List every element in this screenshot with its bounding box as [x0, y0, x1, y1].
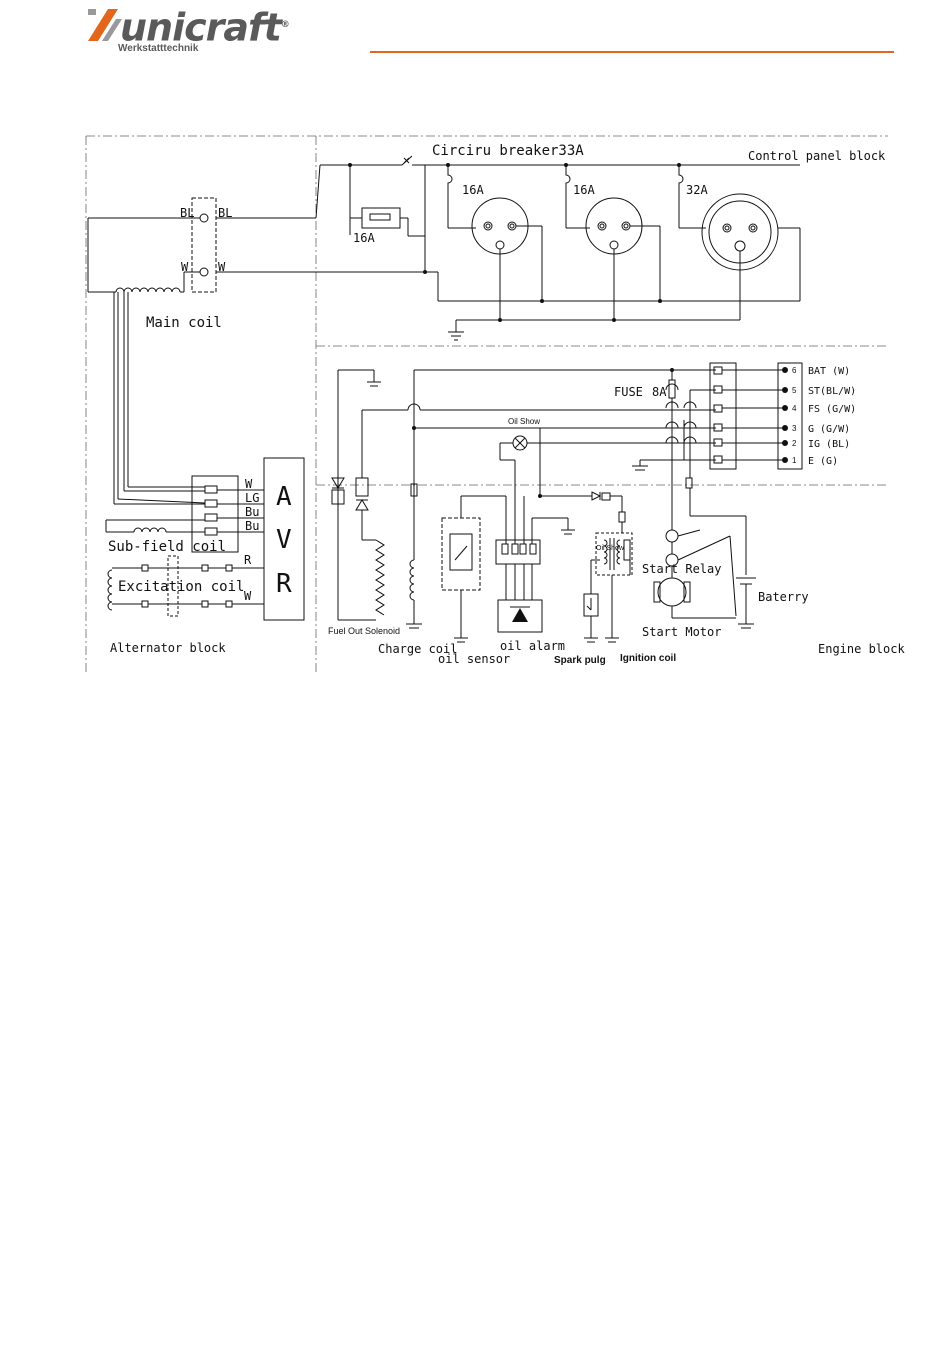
unicraft-logo-icon [88, 9, 122, 41]
socket-3-rating: 32A [686, 183, 708, 197]
socket-1-rating: 16A [462, 183, 484, 197]
pin-6-number: 6 [792, 366, 797, 375]
meter-fuse-label: 16A [353, 231, 375, 245]
block-boundaries [85, 135, 888, 672]
ignition-coil-label: Ignition coil [620, 653, 676, 664]
main-coil-label: Main coil [146, 315, 222, 331]
avr-wire-lg: LG [245, 491, 259, 505]
terminal-bl-left: BL [180, 206, 194, 220]
brand-name: unicraft® [120, 3, 290, 50]
fuel-cut-solenoid-label: Fuel Out Solenoid [328, 626, 400, 636]
oil-alarm-label: oil alarm [500, 639, 565, 653]
fuse-label: FUSE [614, 385, 643, 399]
avr-letter-v: V [276, 525, 292, 555]
fuse-rating: 8A [652, 385, 667, 399]
pin-5-number: 5 [792, 386, 797, 395]
terminal-bl-right: BL [218, 206, 232, 220]
battery-label: Baterry [758, 590, 809, 604]
terminal-w-right: W [218, 260, 226, 274]
pin-6-label: BAT (W) [808, 366, 850, 377]
terminal-w-left: W [181, 260, 189, 274]
pin-1-number: 1 [792, 456, 797, 465]
main-coil-wiring [87, 197, 217, 504]
oil-show-label-1: Oil Show [508, 417, 540, 426]
socket-2-rating: 16A [573, 183, 595, 197]
avr-letter-a: A [276, 482, 292, 512]
pin-3-label: G (G/W) [808, 424, 850, 435]
circuit-breaker-label: Circiru breaker33A [432, 143, 584, 159]
engine-block-label: Engine block [818, 642, 905, 656]
header-rule [370, 51, 894, 53]
pin-4-label: FS (G/W) [808, 404, 856, 415]
charge-coil-label: Charge coil [378, 642, 457, 656]
avr-module [105, 457, 305, 621]
sub-field-coil-label: Sub-field coil [108, 539, 226, 555]
brand-subtitle: Werkstatttechnik [118, 43, 199, 54]
wiring-diagram: Control panel block Alternator block Eng… [85, 135, 905, 672]
oil-sensor-label: oil sensor [438, 652, 510, 666]
alternator-block-label: Alternator block [110, 641, 226, 655]
control-panel-wiring [216, 155, 801, 341]
start-relay-label: Start Relay [642, 562, 721, 576]
excitation-coil-label: Excitation coil [118, 579, 244, 595]
avr-wire-w: W [245, 477, 253, 491]
avr-letter-r: R [276, 569, 292, 599]
pin-1-label: E (G) [808, 456, 838, 467]
avr-wire-r: R [244, 553, 252, 567]
spark-plug-label: Spark pulg [554, 655, 606, 666]
start-motor-label: Start Motor [642, 625, 721, 639]
pin-2-number: 2 [792, 439, 797, 448]
registered-mark: ® [280, 20, 290, 30]
engine-wiring [331, 362, 803, 643]
pin-2-label: IG (BL) [808, 439, 850, 450]
pin-4-number: 4 [792, 404, 797, 413]
avr-wire-bu-2: Bu [245, 519, 259, 533]
control-panel-block-label: Control panel block [748, 149, 886, 163]
pin-3-number: 3 [792, 424, 797, 433]
brand-name-text: unicraft [120, 5, 282, 50]
avr-wire-w2: W [244, 589, 252, 603]
avr-wire-bu-1: Bu [245, 505, 259, 519]
oil-show-label-2: Oil Show [596, 545, 625, 552]
page-header: unicraft® Werkstatttechnik [0, 0, 950, 80]
pin-5-label: ST(BL/W) [808, 386, 856, 397]
